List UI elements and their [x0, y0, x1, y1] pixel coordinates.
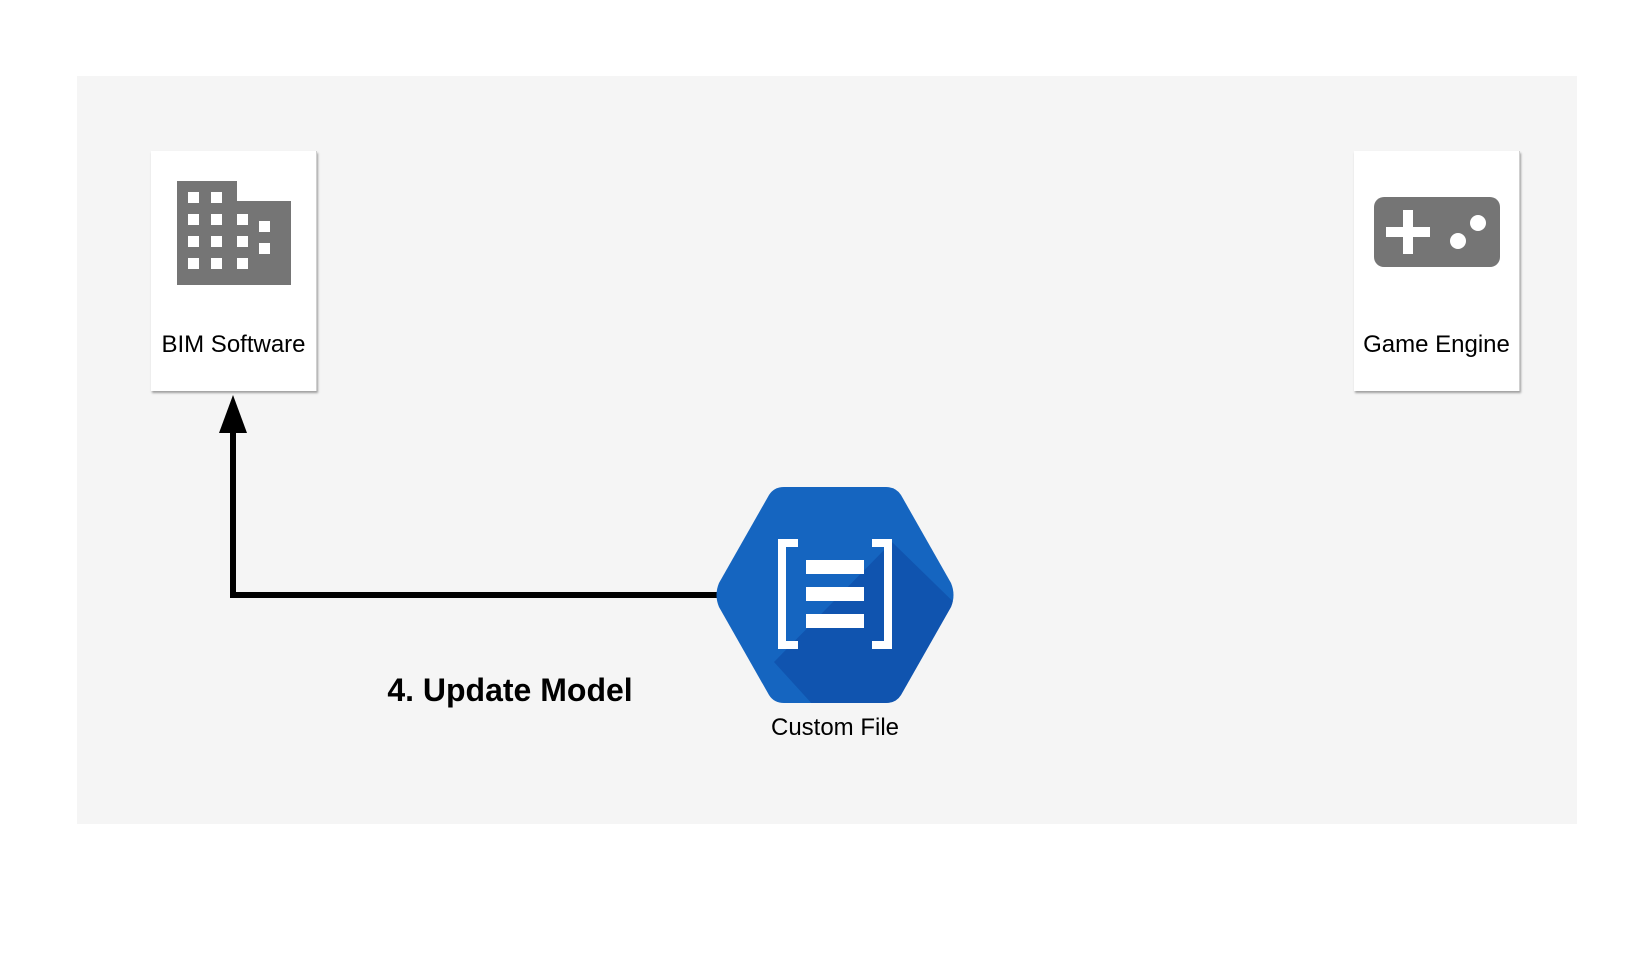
building-icon — [151, 181, 316, 285]
edge-label: 4. Update Model — [387, 672, 633, 708]
custom-file-node[interactable] — [714, 487, 956, 703]
custom-file-label: Custom File — [770, 714, 900, 741]
game-engine-label: Game Engine — [1363, 331, 1510, 358]
bim-software-label: BIM Software — [161, 331, 306, 358]
game-engine-node[interactable]: Game Engine — [1354, 151, 1520, 391]
bim-software-node[interactable]: BIM Software — [151, 151, 317, 391]
gamepad-icon — [1354, 197, 1519, 267]
custom-file-icon — [716, 487, 954, 703]
